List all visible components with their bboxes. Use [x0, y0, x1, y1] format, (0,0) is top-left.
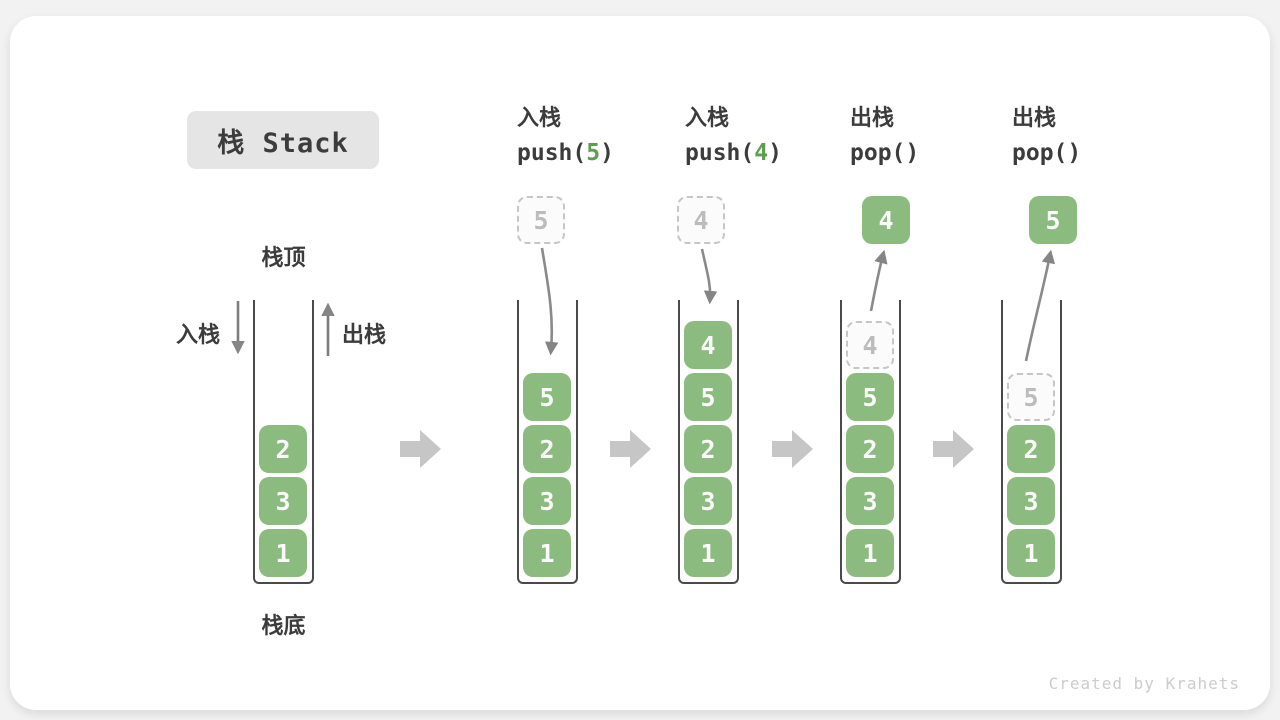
code-pre: push( — [517, 140, 587, 166]
stack-block: 3 — [1007, 477, 1055, 525]
stack-container — [517, 300, 578, 584]
outgoing-block: 5 — [1029, 196, 1077, 244]
op-label-push-4: 入栈 push(4) — [685, 102, 855, 172]
code-arg: 4 — [754, 140, 769, 166]
stack-block: 2 — [259, 425, 307, 473]
stack-block: 1 — [846, 529, 894, 577]
code-post: ) — [1067, 140, 1082, 166]
op-label-pop-1: 出栈 pop() — [850, 102, 1020, 172]
op-name: 出栈 — [850, 105, 895, 130]
pop-side-label: 出栈 — [342, 322, 387, 347]
code-pre: pop( — [1012, 140, 1068, 166]
op-code: pop() — [850, 134, 1020, 172]
stack-block: 1 — [259, 529, 307, 577]
stack-4: 4 5 2 3 1 — [840, 300, 901, 584]
stack-container — [678, 300, 739, 584]
stack-container — [840, 300, 901, 584]
incoming-block: 5 — [517, 196, 565, 244]
stack-block: 2 — [846, 425, 894, 473]
stack-container — [1001, 300, 1062, 584]
stack-block: 5 — [523, 373, 571, 421]
op-code: pop() — [1012, 134, 1182, 172]
title-box: 栈 Stack — [187, 111, 379, 169]
stack-block: 5 — [684, 373, 732, 421]
op-label-pop-2: 出栈 pop() — [1012, 102, 1182, 172]
title-text: 栈 Stack — [217, 127, 349, 159]
op-name: 入栈 — [517, 105, 562, 130]
stack-block: 2 — [684, 425, 732, 473]
code-post: ) — [905, 140, 920, 166]
op-name: 入栈 — [685, 105, 730, 130]
ghost-block: 4 — [846, 321, 894, 369]
stack-block: 4 — [684, 321, 732, 369]
ghost-block: 5 — [1007, 373, 1055, 421]
stack-block: 3 — [523, 477, 571, 525]
stack-block: 5 — [846, 373, 894, 421]
stack-container — [253, 300, 314, 584]
stack-top-label: 栈顶 — [261, 245, 306, 270]
code-pre: pop( — [850, 140, 906, 166]
push-side-label: 入栈 — [176, 322, 221, 347]
stack-3: 4 5 2 3 1 — [678, 300, 739, 584]
stack-block: 2 — [1007, 425, 1055, 473]
stack-block: 1 — [1007, 529, 1055, 577]
incoming-block: 4 — [677, 196, 725, 244]
stack-bottom-label: 栈底 — [261, 613, 306, 638]
op-label-push-5: 入栈 push(5) — [517, 102, 687, 172]
code-post: ) — [600, 140, 614, 166]
stack-block: 1 — [523, 529, 571, 577]
stack-1: 2 3 1 — [253, 300, 314, 584]
stack-block: 2 — [523, 425, 571, 473]
op-code: push(5) — [517, 134, 687, 172]
code-arg: 5 — [586, 140, 601, 166]
stack-block: 1 — [684, 529, 732, 577]
stack-block: 3 — [684, 477, 732, 525]
code-post: ) — [768, 140, 782, 166]
stack-block: 3 — [259, 477, 307, 525]
op-name: 出栈 — [1012, 105, 1057, 130]
watermark: Created by Krahets — [1048, 674, 1240, 693]
op-code: push(4) — [685, 134, 855, 172]
stack-5: 5 2 3 1 — [1001, 300, 1062, 584]
stack-2: 5 2 3 1 — [517, 300, 578, 584]
stack-block: 3 — [846, 477, 894, 525]
code-pre: push( — [685, 140, 755, 166]
outgoing-block: 4 — [862, 196, 910, 244]
